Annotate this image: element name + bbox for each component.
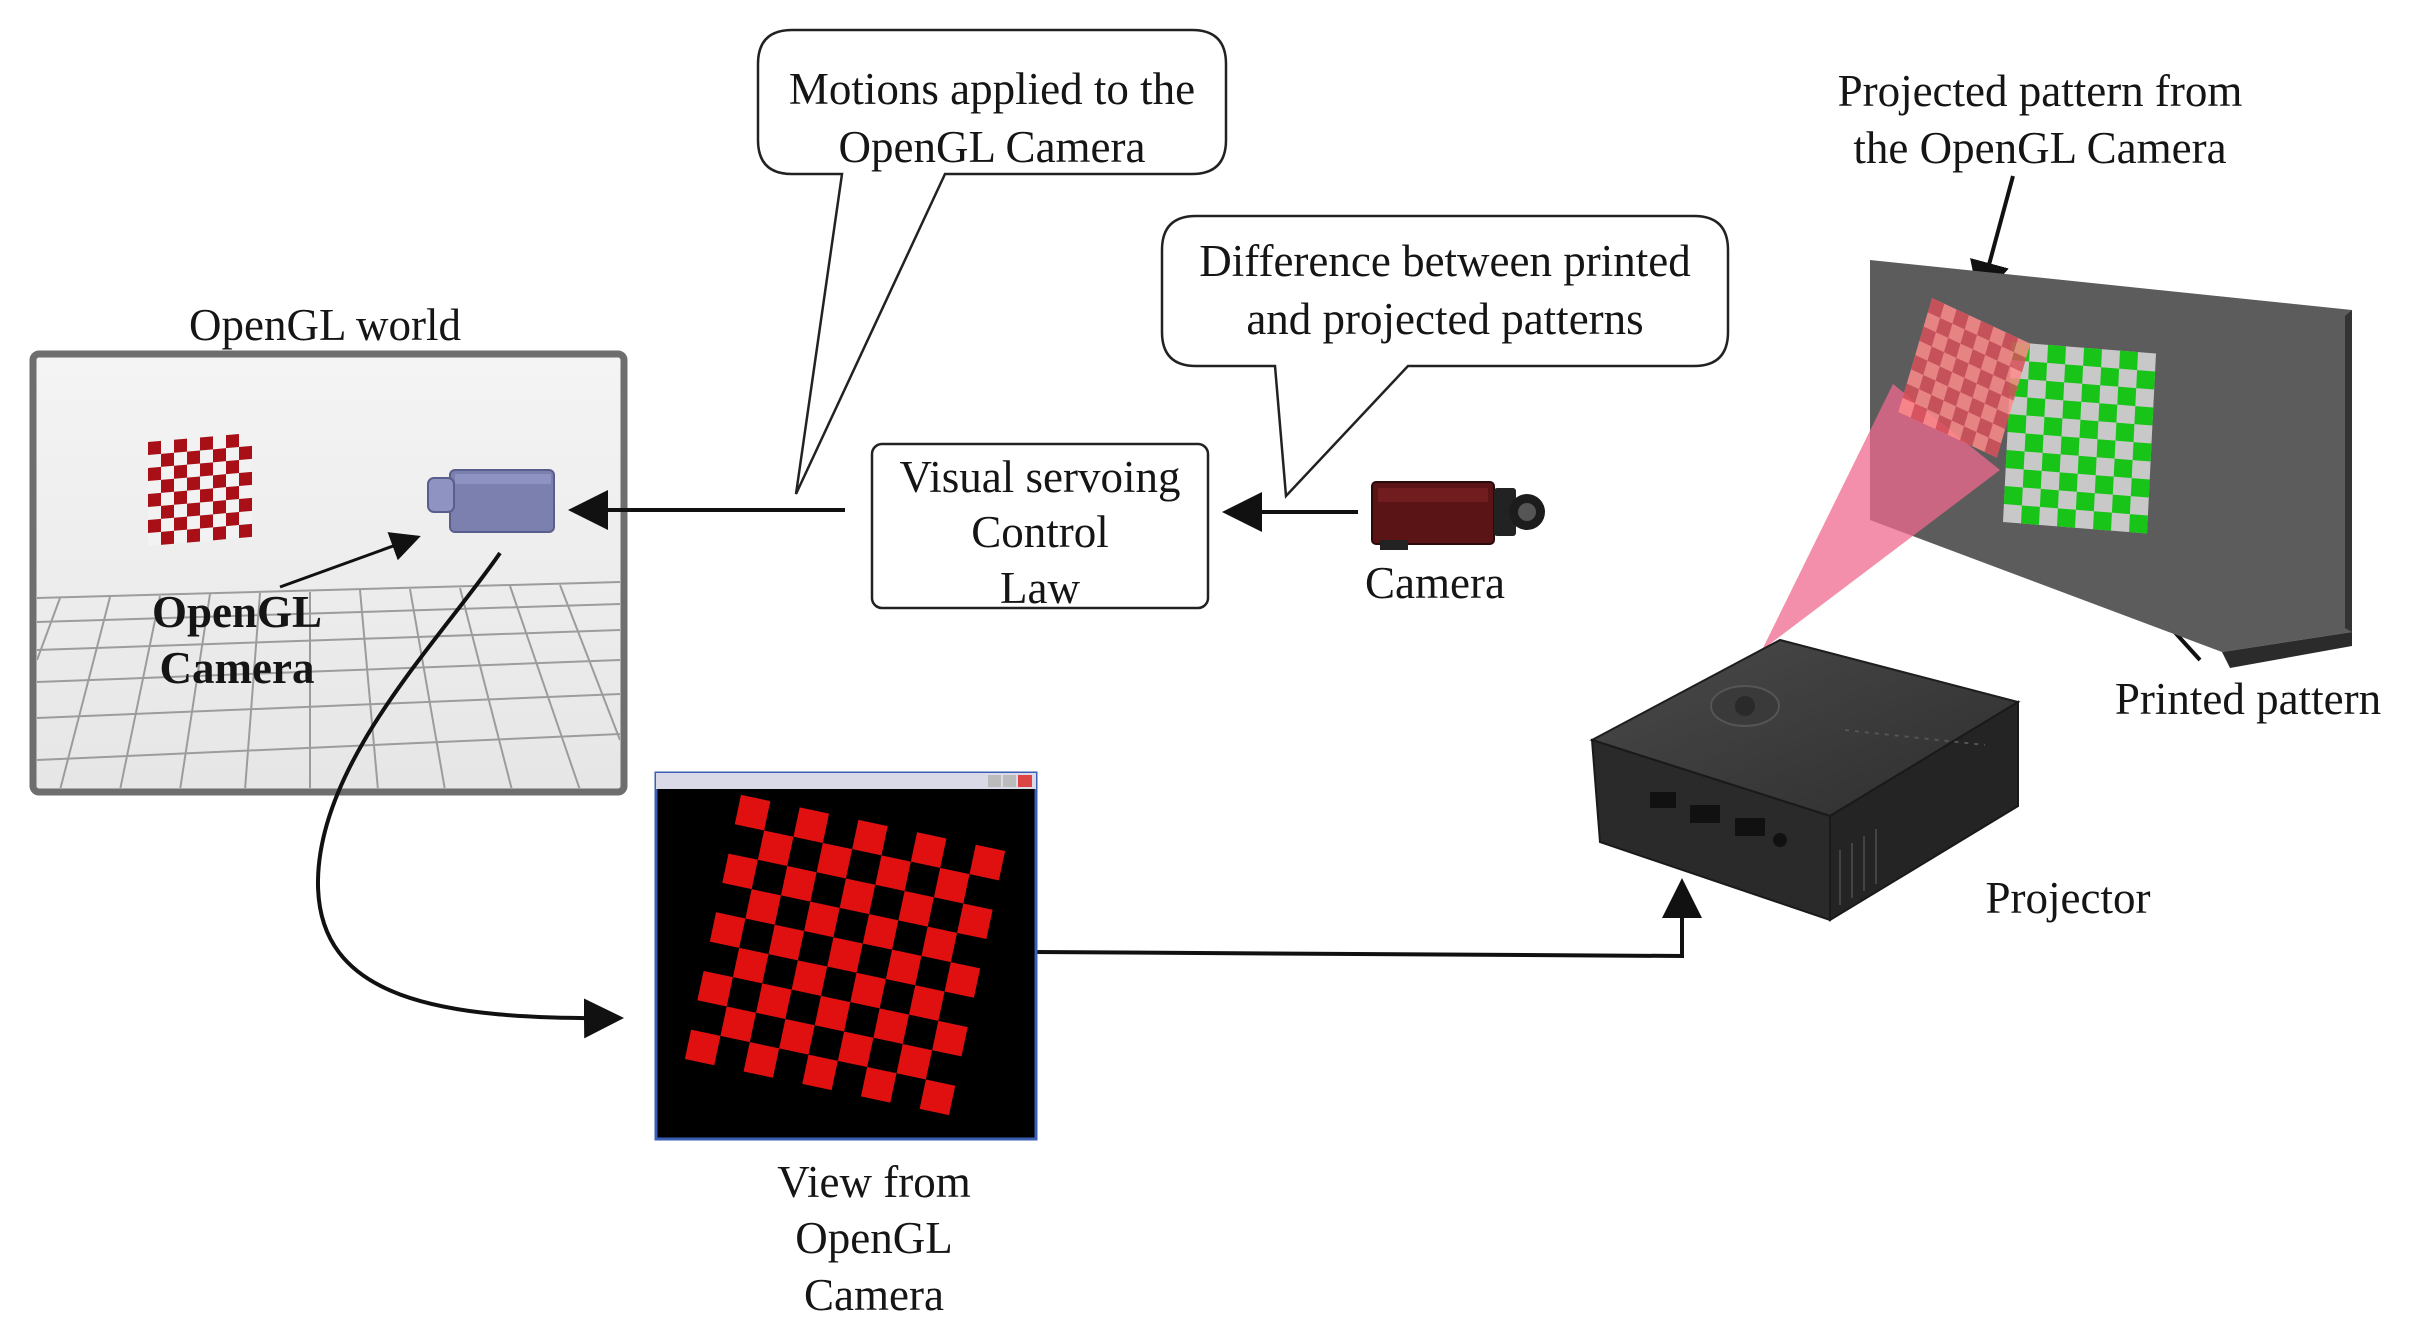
- difference-label-line2: and projected patterns: [1246, 294, 1643, 344]
- opengl-camera-pointer: [279, 532, 421, 589]
- opengl-view-window: [654, 771, 1038, 1141]
- control-law-box: [870, 442, 1210, 610]
- view-window-close-icon: [1018, 775, 1032, 787]
- camera-label: Camera: [1365, 558, 1505, 608]
- opengl-camera-label-line1: OpenGL: [152, 587, 322, 637]
- printed-pattern-label: Printed pattern: [2115, 674, 2381, 724]
- projected-label-line2: the OpenGL Camera: [1853, 123, 2226, 173]
- view-label-line2: OpenGL: [795, 1213, 952, 1263]
- difference-bubble: [1160, 214, 1730, 499]
- opengl-world-title: OpenGL world: [189, 300, 461, 350]
- printed-pattern: [2002, 342, 2156, 534]
- projector-label: Projector: [1986, 873, 2151, 923]
- view-label-line1: View from: [777, 1157, 971, 1207]
- arrow-camera-to-view: [315, 551, 624, 1039]
- difference-label-line1: Difference between printed: [1199, 236, 1690, 286]
- control-law-line1: Visual servoing: [899, 452, 1180, 502]
- motions-bubble: [756, 28, 1228, 495]
- opengl-world-panel: [29, 350, 628, 796]
- projector-model: [1589, 638, 2021, 922]
- projected-pattern: [1898, 298, 2031, 458]
- projection-beam: [1762, 384, 2000, 650]
- view-window-minimize-icon: [988, 775, 1001, 787]
- opengl-camera-model: [427, 469, 555, 533]
- projected-label-line1: Projected pattern from: [1838, 66, 2243, 116]
- control-law-line3: Law: [1000, 563, 1080, 613]
- motions-label-line2: OpenGL Camera: [839, 122, 1146, 172]
- ground-grid: [37, 581, 620, 788]
- arrow-view-to-projector: [1034, 878, 1702, 959]
- real-camera-model: [1371, 481, 1545, 550]
- world-checkerboard: [148, 432, 252, 546]
- motions-label-line1: Motions applied to the: [789, 64, 1195, 114]
- view-window-maximize-icon: [1003, 775, 1016, 787]
- control-law-line2: Control: [971, 507, 1109, 557]
- view-label-line3: Camera: [804, 1270, 944, 1320]
- opengl-view-checkerboard: [684, 794, 1006, 1116]
- opengl-camera-label-line2: Camera: [160, 643, 315, 693]
